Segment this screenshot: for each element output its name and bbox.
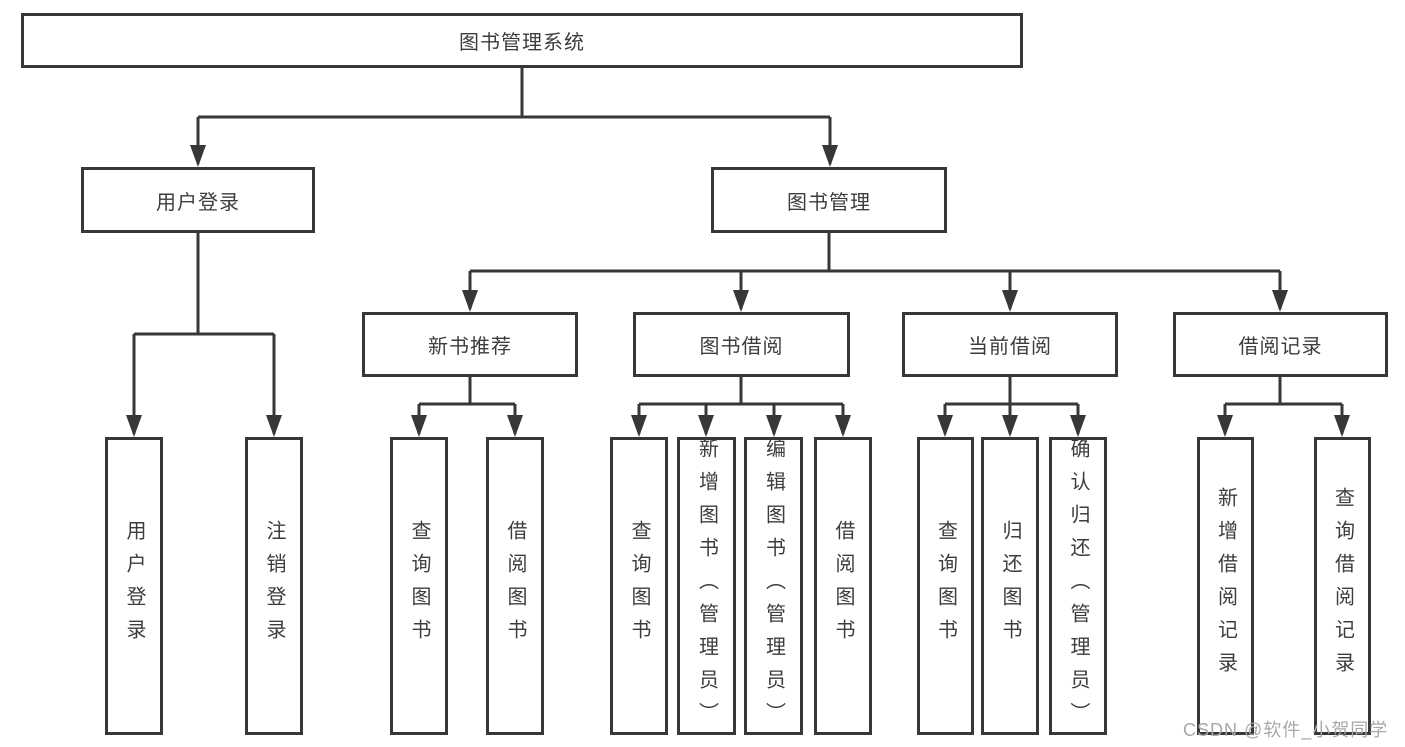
leaf-add-book-admin: 新增图书（管理员）	[677, 437, 736, 735]
node-label: 归还图书	[999, 520, 1021, 652]
leaf-query-books: 查询图书	[390, 437, 448, 735]
node-label: 用户登录	[123, 520, 145, 652]
leaf-add-borrow-record: 新增借阅记录	[1197, 437, 1254, 735]
leaf-logout: 注销登录	[245, 437, 303, 735]
leaf-query-books-3: 查询图书	[917, 437, 974, 735]
node-label: 查询借阅记录	[1331, 487, 1354, 685]
node-label: 图书借阅	[699, 336, 784, 358]
node-root-system: 图书管理系统	[21, 13, 1023, 68]
node-label: 查询图书	[408, 520, 430, 652]
node-label: 借阅记录	[1238, 336, 1323, 358]
node-new-book-recommend: 新书推荐	[362, 312, 578, 377]
leaf-return-book: 归还图书	[981, 437, 1039, 735]
node-label: 借阅图书	[832, 520, 854, 652]
node-current-borrowing: 当前借阅	[902, 312, 1118, 377]
node-label: 借阅图书	[504, 520, 526, 652]
node-label: 新增借阅记录	[1214, 487, 1237, 685]
leaf-query-books-2: 查询图书	[610, 437, 668, 735]
csdn-watermark: CSDN @软件_小贺同学	[1183, 720, 1389, 740]
node-user-login: 用户登录	[81, 167, 315, 233]
node-label: 查询图书	[628, 520, 650, 652]
node-label: 图书管理	[787, 191, 871, 214]
node-label: 用户登录	[156, 191, 240, 214]
node-book-borrowing: 图书借阅	[633, 312, 850, 377]
node-label: 新增图书（管理员）	[695, 437, 718, 735]
leaf-query-borrow-record: 查询借阅记录	[1314, 437, 1371, 735]
node-label: 当前借阅	[968, 336, 1052, 358]
node-book-management: 图书管理	[711, 167, 947, 233]
node-label: 注销登录	[263, 520, 285, 652]
leaf-confirm-return-admin: 确认归还（管理员）	[1049, 437, 1107, 735]
node-label: 新书推荐	[428, 336, 512, 358]
leaf-borrow-books-2: 借阅图书	[814, 437, 872, 735]
node-label: 图书管理系统	[459, 32, 585, 54]
node-borrow-records: 借阅记录	[1173, 312, 1388, 377]
node-label: 编辑图书（管理员）	[762, 437, 785, 735]
node-label: 查询图书	[934, 520, 957, 652]
leaf-borrow-books: 借阅图书	[486, 437, 544, 735]
leaf-edit-book-admin: 编辑图书（管理员）	[744, 437, 803, 735]
node-label: 确认归还（管理员）	[1067, 437, 1089, 735]
arrowheads	[126, 145, 1350, 437]
leaf-user-login: 用户登录	[105, 437, 163, 735]
